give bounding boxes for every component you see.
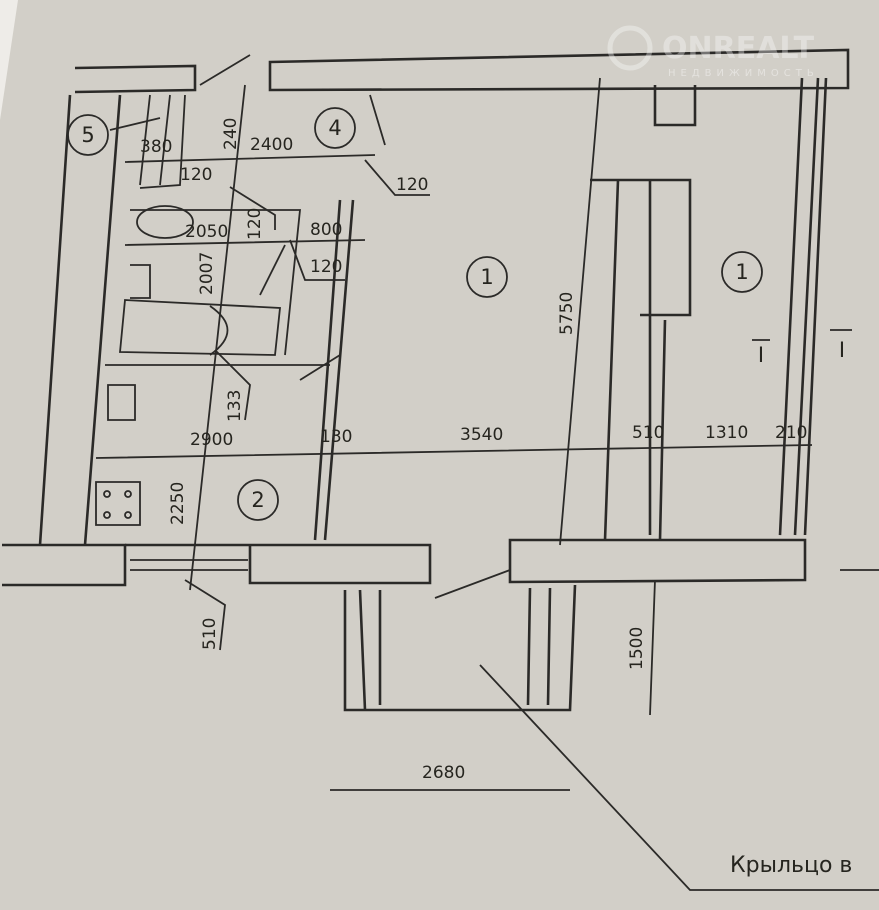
- watermark: ONREALT НЕДВИЖИМОСТЬ: [607, 25, 819, 79]
- room-markers: 1 1 2 4 5 I I: [67, 107, 845, 521]
- room-label: 1: [735, 260, 748, 284]
- watermark-tagline: НЕДВИЖИМОСТЬ: [668, 68, 819, 79]
- watermark-brand: ONREALT: [662, 31, 815, 66]
- dimension-labels: 380 240 2400 120 120 2050 120 800 120 20…: [140, 118, 852, 878]
- dim-label: 120: [396, 175, 428, 195]
- dim-label: 2250: [168, 482, 188, 525]
- section-mark: I: [839, 338, 845, 362]
- dimension-lines: [95, 54, 879, 891]
- dim-label: 800: [310, 220, 342, 240]
- dim-label: 1310: [705, 423, 748, 443]
- paper-edge: [0, 0, 18, 120]
- dim-label: 120: [180, 165, 212, 185]
- dim-label: 210: [775, 423, 807, 443]
- dim-label: 133: [225, 390, 245, 422]
- section-mark: I: [758, 343, 764, 367]
- room-label: 5: [81, 123, 94, 147]
- room-label: 2: [251, 488, 264, 512]
- dim-label: 510: [632, 423, 664, 443]
- room-label: 1: [480, 265, 493, 289]
- room-label: 4: [328, 116, 341, 140]
- dim-label: 2900: [190, 430, 233, 450]
- dim-label: 2680: [422, 763, 465, 783]
- dim-label: 120: [245, 208, 265, 240]
- dim-label: 510: [200, 618, 220, 650]
- dim-label: 1500: [627, 627, 647, 670]
- dim-label: 2400: [250, 135, 293, 155]
- walls: [2, 48, 850, 712]
- porch-caption: Крыльцо в: [730, 853, 852, 878]
- dim-label: 380: [140, 137, 172, 157]
- dim-label: 2007: [197, 252, 217, 295]
- dim-label: 2050: [185, 222, 228, 242]
- dim-label: 3540: [460, 425, 503, 445]
- dim-label: 240: [221, 118, 241, 150]
- dim-label: 130: [320, 427, 352, 447]
- dim-label: 5750: [557, 292, 577, 335]
- dim-label: 120: [310, 257, 342, 277]
